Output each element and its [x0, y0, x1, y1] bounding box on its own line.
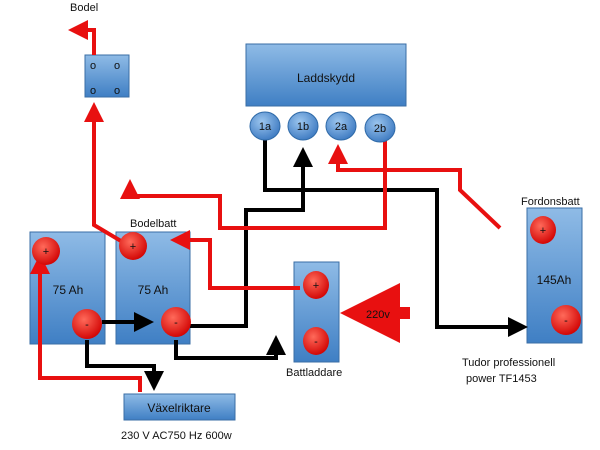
tudor-model-line1: Tudor professionell: [462, 357, 555, 369]
left-battery-minus-pole: -: [72, 309, 102, 339]
bodelbatt-plus-pole: +: [119, 232, 147, 260]
vaxelriktare-spec-label: 230 V AC750 Hz 600w: [121, 430, 232, 442]
tudor-model-line2: power TF1453: [466, 373, 537, 385]
bodel-label: Bodel: [70, 2, 98, 14]
fordonsbatt-plus-pole: +: [530, 216, 556, 244]
terminal-1b-label: 1b: [297, 121, 309, 133]
terminal-2a-label: 2a: [335, 121, 348, 133]
switch-contact: o: [114, 60, 120, 72]
positive-wires: [30, 20, 502, 392]
terminal-1b: 1b: [287, 111, 319, 141]
plus-sign: +: [130, 241, 136, 253]
terminal-1a: 1a: [249, 111, 281, 141]
laddskydd-box: Laddskydd: [245, 43, 407, 107]
wire-battladdare-plus-to-bodelbatt: [170, 230, 300, 290]
vaxelriktare-label: Växelriktare: [147, 401, 211, 415]
fordonsbatt-capacity: 145Ah: [537, 273, 572, 287]
wire-left-minus-to-vaxelriktare: [85, 340, 164, 391]
wire-fordonsbatt-plus-to-2a: [328, 144, 502, 230]
plus-sign: +: [313, 280, 319, 292]
bodel-switch-box: o o o o: [84, 54, 130, 98]
minus-sign: -: [174, 317, 178, 329]
battladdare-label: Battladdare: [286, 367, 342, 379]
wire-bodelbatt-plus-to-bodel-switch: [84, 102, 133, 249]
fordonsbatt-label: Fordonsbatt: [521, 196, 580, 208]
terminal-1a-label: 1a: [259, 121, 272, 133]
battery-middle-capacity: 75 Ah: [138, 283, 169, 297]
left-battery-plus-pole: +: [32, 237, 60, 265]
wire-2b-to-bodelbatt: [120, 140, 387, 230]
wire-bodelbatt-minus-to-battladdare: [174, 335, 286, 360]
wire-1a-to-fordonsbatt-minus: [263, 140, 528, 337]
terminal-2a: 2a: [325, 111, 357, 141]
minus-sign: -: [314, 336, 318, 348]
plus-sign: +: [540, 225, 546, 237]
minus-sign: -: [564, 315, 568, 327]
volt-220-label: 220v: [366, 309, 390, 321]
terminal-2b: 2b: [364, 113, 396, 143]
battladdare-minus-pole: -: [303, 327, 329, 355]
switch-contact: o: [90, 60, 96, 72]
wire-bodelbatt-minus-to-1b: [190, 147, 313, 328]
fordonsbatt-minus-pole: -: [551, 305, 581, 335]
wire-switch-to-bodel: [68, 20, 96, 55]
wire-vaxelriktare-to-left-plus: [30, 254, 142, 392]
terminal-2b-label: 2b: [374, 123, 386, 135]
switch-contact: o: [114, 85, 120, 97]
bodelbatt-minus-pole: -: [161, 307, 191, 337]
laddskydd-label: Laddskydd: [297, 71, 355, 85]
plus-sign: +: [43, 246, 49, 258]
battladdare-plus-pole: +: [303, 271, 329, 299]
vaxelriktare-box: Växelriktare: [123, 393, 236, 421]
switch-contact: o: [90, 85, 96, 97]
battery-left-capacity: 75 Ah: [53, 283, 84, 297]
minus-sign: -: [85, 319, 89, 331]
negative-wires: [85, 140, 528, 391]
bodelbatt-label: Bodelbatt: [130, 218, 176, 230]
